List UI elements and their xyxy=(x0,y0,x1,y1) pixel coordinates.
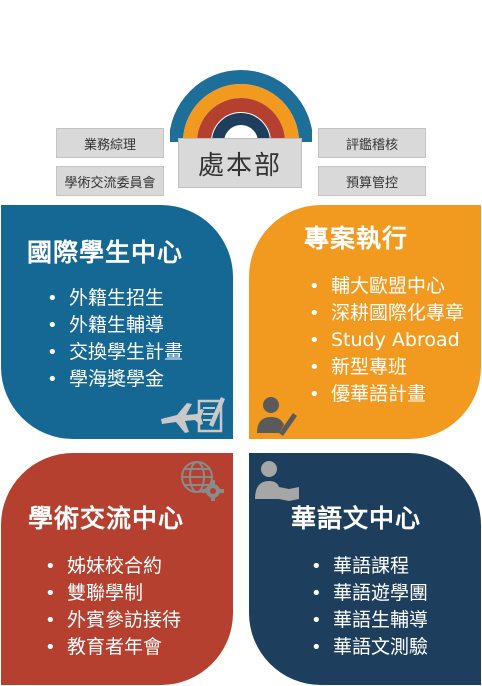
list-item: 外籍生招生 xyxy=(47,285,183,312)
person-book-icon xyxy=(255,461,299,501)
airplane-document-icon xyxy=(161,397,225,433)
list-item: 學海獎學金 xyxy=(47,366,183,393)
list-item: 華語文測驗 xyxy=(311,634,428,661)
item-list: 華語課程 華語遊學團 華語生輔導 華語文測驗 xyxy=(311,553,428,661)
list-item: 外賓參訪接待 xyxy=(45,607,181,634)
quadrant-chinese-language-center: 華語文中心 華語課程 華語遊學團 華語生輔導 華語文測驗 xyxy=(249,453,481,685)
list-item: Study Abroad xyxy=(309,327,464,354)
quadrant-academic-exchange: 學術交流中心 姊妹校合約 雙聯學制 外賓參訪接待 教育者年會 xyxy=(1,453,233,685)
item-list: 姊妹校合約 雙聯學制 外賓參訪接待 教育者年會 xyxy=(45,553,181,661)
list-item: 深耕國際化專章 xyxy=(309,300,464,327)
item-list: 輔大歐盟中心 深耕國際化專章 Study Abroad 新型專班 優華語計畫 xyxy=(309,273,464,408)
list-item: 華語遊學團 xyxy=(311,580,428,607)
list-item: 華語課程 xyxy=(311,553,428,580)
quadrant-title: 國際學生中心 xyxy=(27,238,184,267)
list-item: 教育者年會 xyxy=(45,634,181,661)
side-label-business: 業務綜理 xyxy=(56,128,164,158)
list-item: 雙聯學制 xyxy=(45,580,181,607)
list-item: 外籍生輔導 xyxy=(47,312,183,339)
quadrant-title: 學術交流中心 xyxy=(28,504,185,533)
list-item: 輔大歐盟中心 xyxy=(309,273,464,300)
list-item: 姊妹校合約 xyxy=(45,553,181,580)
side-label-evaluation: 評鑑稽核 xyxy=(318,128,426,158)
quadrant-international-students: 國際學生中心 外籍生招生 外籍生輔導 交換學生計畫 學海獎學金 xyxy=(1,205,233,439)
quadrant-title: 專案執行 xyxy=(304,224,409,253)
item-list: 外籍生招生 外籍生輔導 交換學生計畫 學海獎學金 xyxy=(47,285,183,393)
side-label-committee: 學術交流委員會 xyxy=(56,166,164,196)
side-label-budget: 預算管控 xyxy=(318,166,426,196)
list-item: 交換學生計畫 xyxy=(47,339,183,366)
headquarters-label: 處本部 xyxy=(178,138,302,188)
rainbow-arc-logo xyxy=(170,70,312,142)
list-item: 華語生輔導 xyxy=(311,607,428,634)
list-item: 新型專班 xyxy=(309,354,464,381)
list-item: 優華語計畫 xyxy=(309,381,464,408)
person-pen-icon xyxy=(257,397,297,436)
quadrant-project-execution: 專案執行 輔大歐盟中心 深耕國際化專章 Study Abroad 新型專班 優華… xyxy=(249,205,481,439)
quadrant-title: 華語文中心 xyxy=(291,504,422,533)
globe-gear-icon xyxy=(181,461,224,501)
